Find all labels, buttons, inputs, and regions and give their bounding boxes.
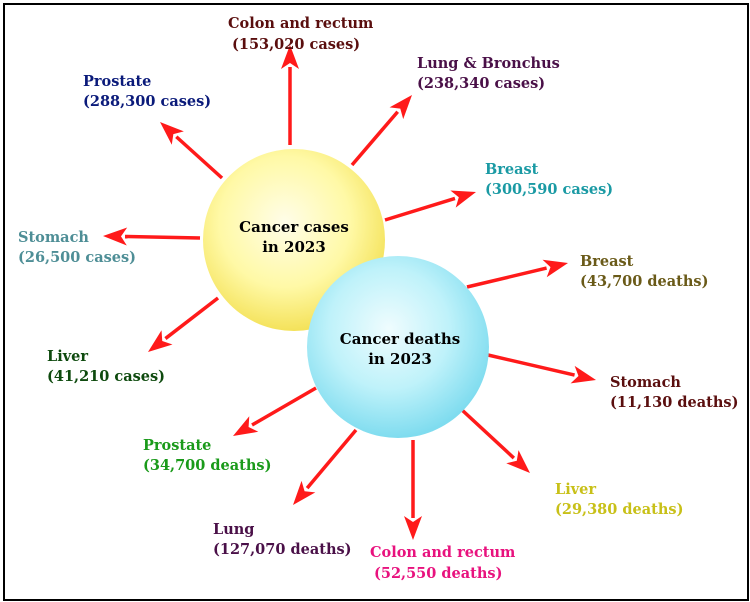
death-label-breast: Breast (43,700 deaths) (580, 253, 708, 290)
deaths-center-line1: Cancer deaths (340, 330, 460, 348)
death-site: Stomach (610, 374, 681, 391)
case-label-breast: Breast (300,590 cases) (485, 161, 613, 198)
case-site: Liver (47, 348, 88, 365)
death-label-stomach: Stomach (11,130 deaths) (610, 374, 738, 411)
case-label-lung: Lung & Bronchus (238,340 cases) (417, 55, 560, 92)
case-site: Breast (485, 161, 539, 178)
arrow-head (281, 45, 299, 69)
death-site: Liver (555, 481, 596, 498)
arrow-head (542, 259, 568, 278)
cancer-deaths-circle (307, 256, 489, 438)
arrow-stomach-deaths (487, 353, 596, 384)
case-site: Lung & Bronchus (417, 55, 560, 72)
arrow-prostate-cases (160, 122, 224, 180)
case-value: (288,300 cases) (83, 93, 211, 110)
death-label-liver: Liver (29,380 deaths) (555, 481, 683, 518)
arrows-group (103, 45, 596, 540)
death-site: Breast (580, 253, 634, 270)
case-label-stomach: Stomach (26,500 cases) (18, 229, 136, 266)
arrow-shaft (124, 234, 201, 240)
cases-center-line1: Cancer cases (239, 218, 349, 236)
arrow-liver-cases (148, 296, 220, 352)
arrow-shaft (466, 266, 548, 289)
case-label-liver: Liver (41,210 cases) (47, 348, 165, 385)
arrow-breast-cases (384, 190, 476, 222)
arrow-head (506, 450, 530, 473)
arrow-shaft (350, 110, 400, 167)
arrow-shaft (384, 196, 456, 222)
case-site: Colon and rectum (228, 15, 374, 32)
death-site: Prostate (143, 437, 211, 454)
arrow-head (148, 330, 173, 352)
case-label-colon: Colon and rectum (153,020 cases) (228, 15, 374, 53)
arrow-lung-cases (350, 95, 412, 167)
case-label-prostate: Prostate (288,300 cases) (83, 73, 211, 110)
case-site: Prostate (83, 73, 151, 90)
arrow-head (570, 365, 596, 384)
case-site: Stomach (18, 229, 89, 246)
death-label-prostate: Prostate (34,700 deaths) (143, 437, 271, 474)
arrow-colon-cases (281, 45, 299, 145)
case-value: (41,210 cases) (47, 368, 165, 385)
case-value: (238,340 cases) (417, 75, 545, 92)
arrow-head (160, 122, 184, 145)
arrow-head (233, 416, 259, 436)
death-value: (29,380 deaths) (555, 501, 683, 518)
death-value: (34,700 deaths) (143, 457, 271, 474)
arrow-head (404, 516, 422, 540)
deaths-center-line2: in 2023 (368, 350, 432, 368)
arrow-head (103, 227, 128, 246)
arrow-shaft (487, 353, 575, 377)
death-site: Colon and rectum (370, 544, 516, 561)
death-label-lung: Lung (127,070 deaths) (213, 521, 352, 558)
arrow-lung-deaths (293, 428, 358, 505)
arrow-stomach-cases (103, 227, 201, 246)
arrow-head (389, 95, 412, 120)
arrow-shaft (460, 408, 516, 460)
arrow-head (450, 190, 476, 208)
death-site: Lung (213, 521, 254, 538)
arrow-colon-deaths (404, 440, 422, 540)
arrow-prostate-deaths (233, 386, 317, 436)
arrow-shaft (164, 296, 220, 340)
arrow-shaft (175, 135, 224, 180)
case-value: (153,020 cases) (232, 36, 360, 53)
death-value: (52,550 deaths) (374, 565, 502, 582)
death-value: (43,700 deaths) (580, 273, 708, 290)
arrow-liver-deaths (460, 408, 530, 473)
death-value: (11,130 deaths) (610, 394, 738, 411)
case-value: (300,590 cases) (485, 181, 613, 198)
arrow-head (293, 480, 316, 505)
case-value: (26,500 cases) (18, 249, 136, 266)
death-label-colon: Colon and rectum (52,550 deaths) (370, 544, 516, 582)
arrow-breast-deaths (466, 259, 568, 289)
cases-center-line2: in 2023 (262, 238, 326, 256)
arrow-shaft (305, 428, 358, 490)
death-value: (127,070 deaths) (213, 541, 352, 558)
arrow-shaft (251, 386, 317, 427)
